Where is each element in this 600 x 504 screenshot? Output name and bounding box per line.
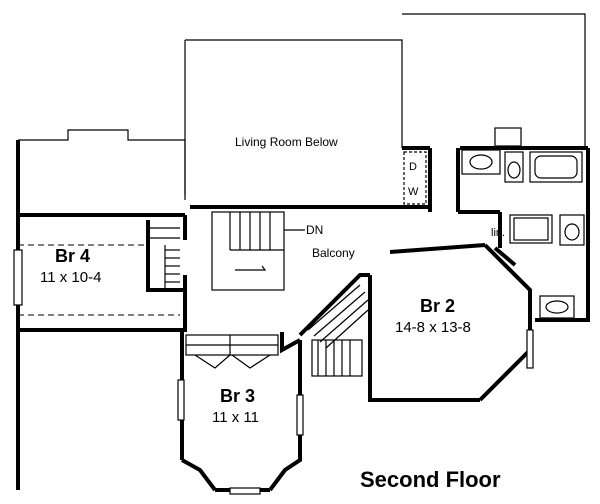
dishwasher-d-label: D xyxy=(409,161,417,173)
br3-dims: 11 x 11 xyxy=(212,409,259,426)
dn-label: DN xyxy=(306,223,323,237)
roof-outlines xyxy=(17,13,586,215)
br3-closet xyxy=(185,334,279,369)
attic-stair xyxy=(307,284,369,377)
bath-fixtures xyxy=(461,127,585,319)
br2-name: Br 2 xyxy=(420,296,455,316)
br4-ceiling-dashes xyxy=(18,244,180,316)
br2-dims: 14-8 x 13-8 xyxy=(395,319,471,336)
br4-closet xyxy=(150,227,180,290)
linen-label: lin. xyxy=(491,227,505,239)
balcony-label: Balcony xyxy=(312,246,355,260)
dishwasher-w-label: W xyxy=(408,186,419,198)
living-room-below-label: Living Room Below xyxy=(235,135,338,149)
plan-title: Second Floor xyxy=(360,467,501,492)
windows xyxy=(13,249,534,495)
dishwasher xyxy=(403,151,427,205)
br4-dims: 11 x 10-4 xyxy=(40,269,101,286)
br3-name: Br 3 xyxy=(220,386,255,406)
stairs xyxy=(211,211,305,291)
br4-name: Br 4 xyxy=(55,246,90,266)
